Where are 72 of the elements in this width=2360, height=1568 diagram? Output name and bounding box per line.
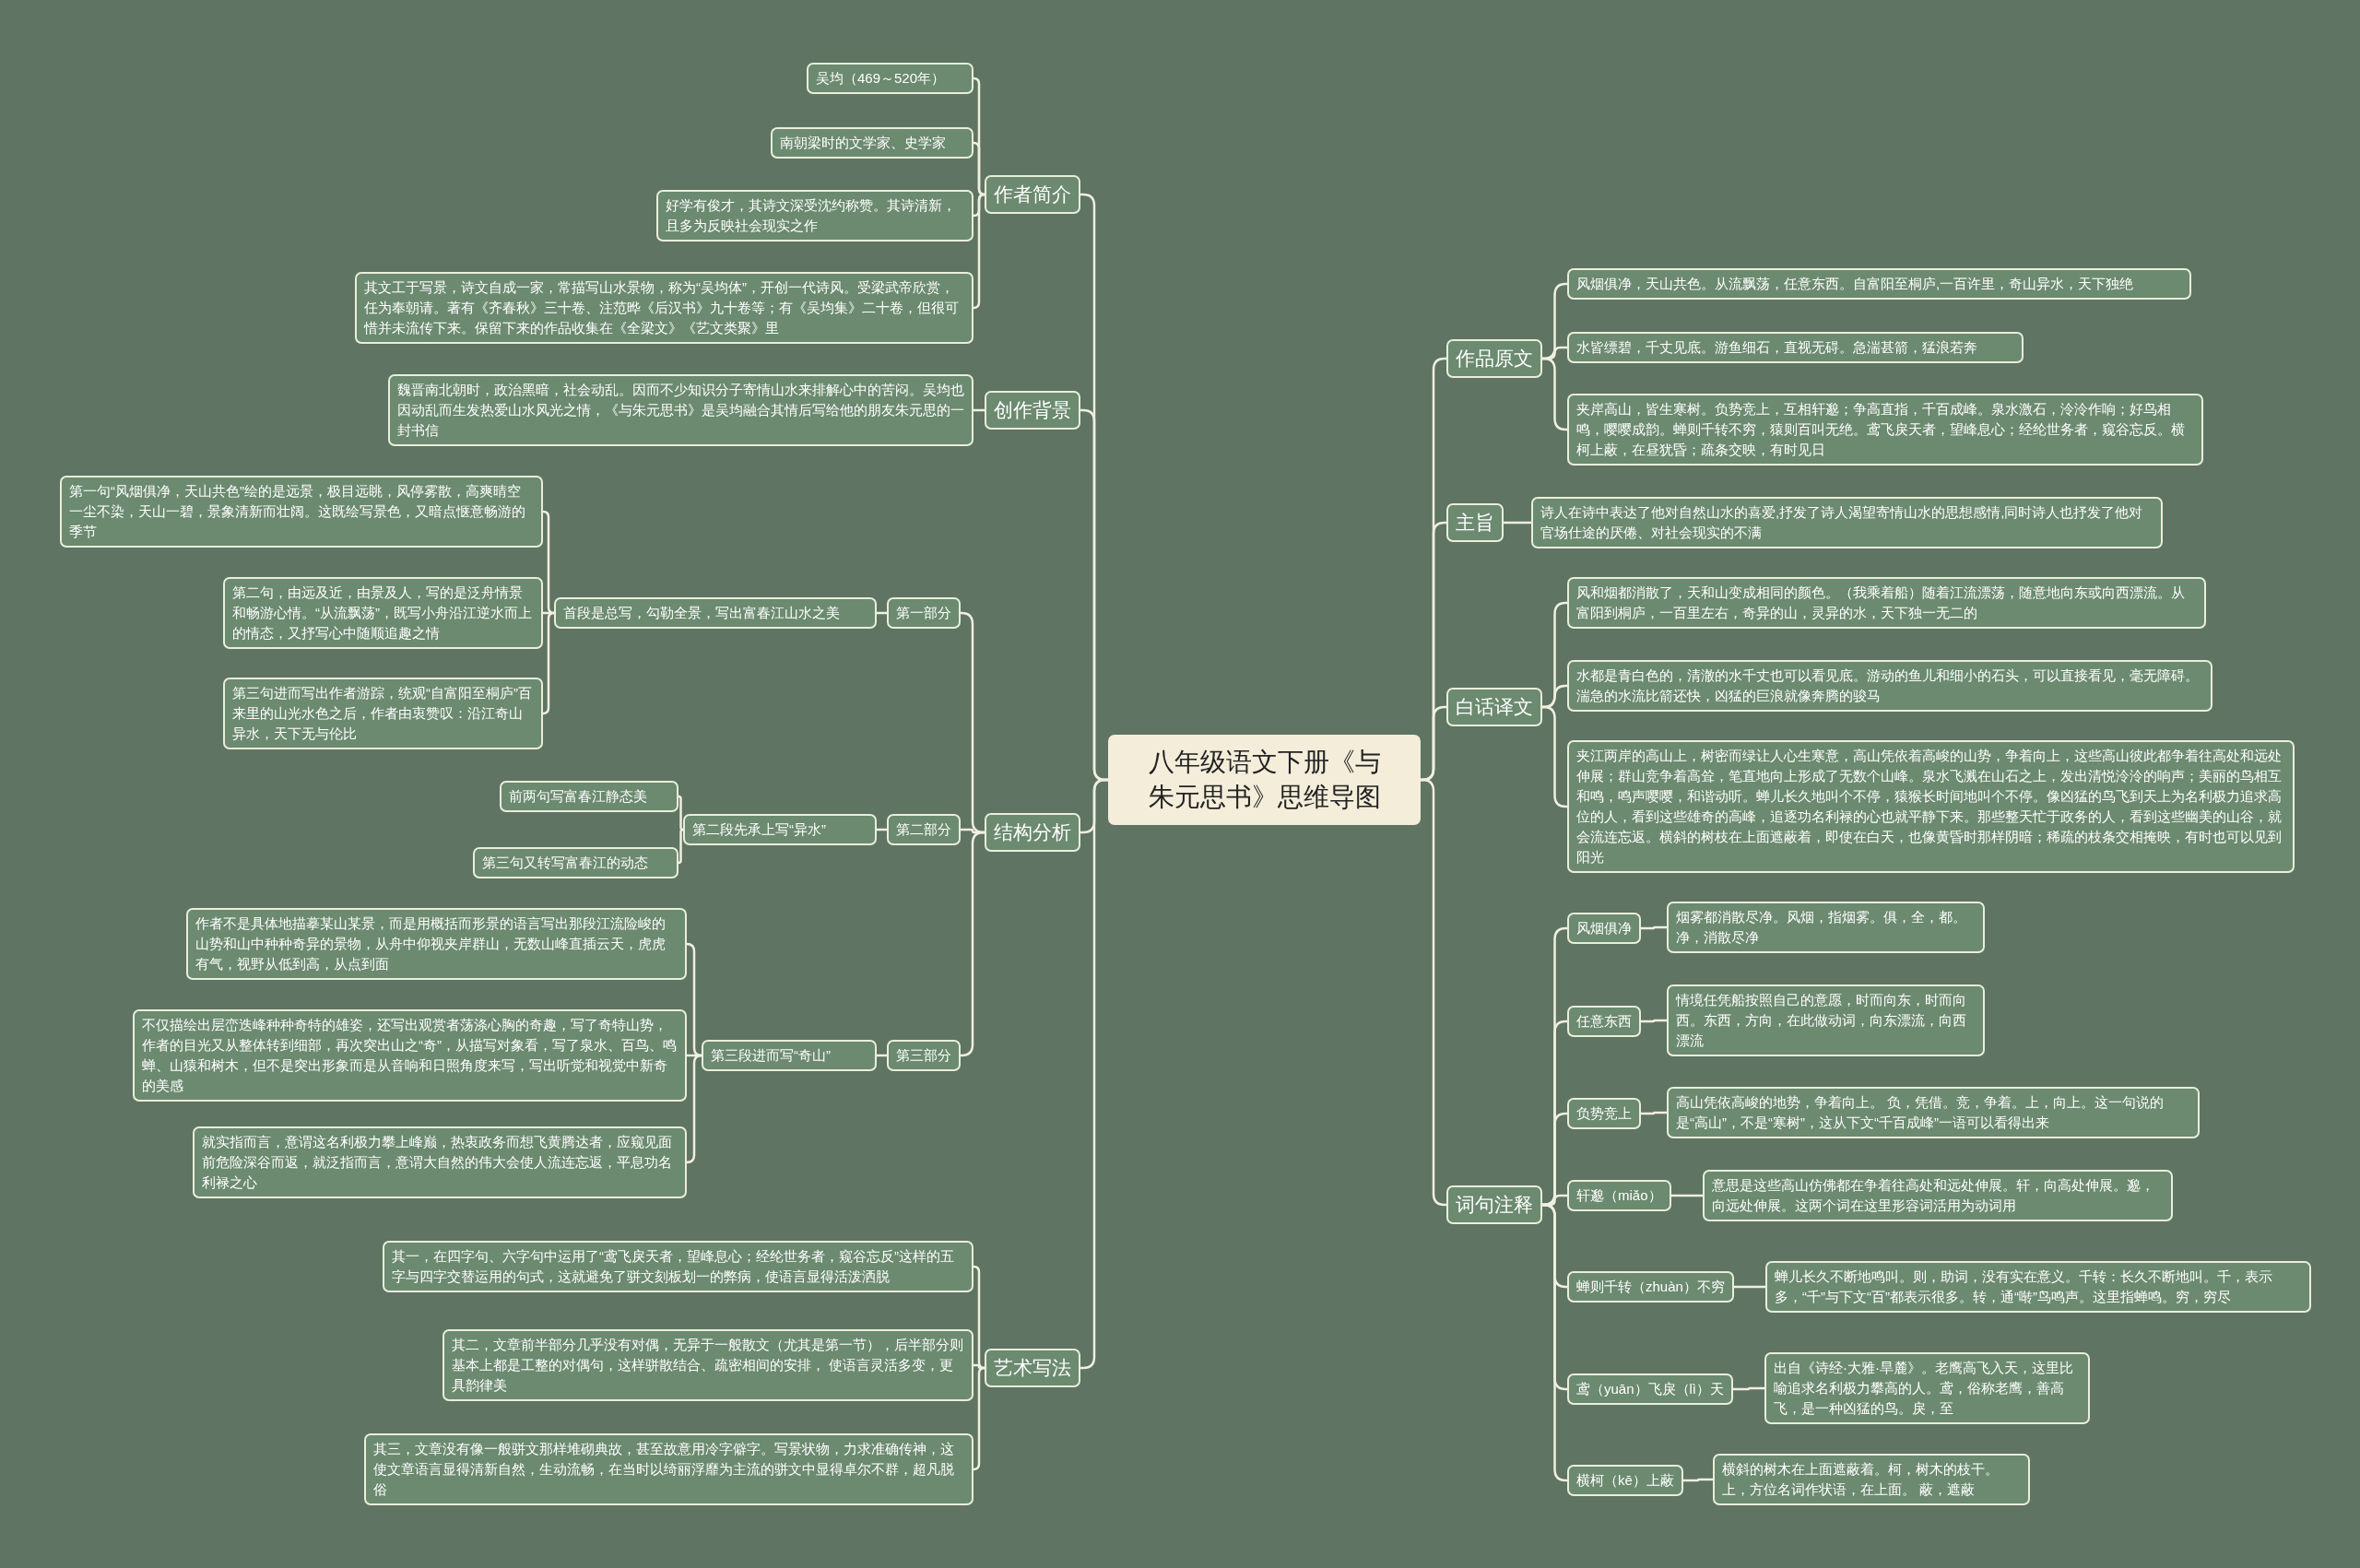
topic-box: 第二段先承上写“异水” (683, 813, 877, 845)
branch-box: 主旨 (1446, 502, 1504, 542)
connector-line (1080, 778, 1109, 1370)
connector-line (1733, 1386, 1764, 1391)
branch-box: 词句注释 (1446, 1185, 1542, 1224)
topic-box: 夹岸高山，皆生寒树。负势竞上，互相轩邈；争高直指，千百成峰。泉水激石，泠泠作响；好鸟相鸣，嘤嘤成韵。蝉则千转不穷，猿则百叫无绝。鸢飞戾天者，望峰息心；经纶世务者，窥谷忘反。横柯上蔽，在昼犹昏；疏条交映，有时见日 (1567, 393, 2203, 466)
topic-box: 负势竞上 (1567, 1097, 1641, 1129)
topic-box: 前两句写富春江静态美 (500, 781, 678, 812)
connector-line (1504, 521, 1531, 525)
topic-box: 水皆缥碧，千丈见底。游鱼细石，直视无碍。急湍甚箭，猛浪若奔 (1567, 332, 2024, 363)
connector-line (1641, 925, 1667, 930)
branch-box: 白话译文 (1446, 688, 1542, 726)
topic-box: 鸢（yuān）飞戾（lì）天 (1567, 1373, 1734, 1405)
topic-box: 第一句“风烟俱净，天山共色”绘的是远景，极目远眺，风停雾散，高爽晴空一尘不染，天山一碧，景象清新而壮阔。这既绘写景色，又暗点惬意畅游的季节 (60, 475, 543, 548)
topic-box: 蝉则千转（zhuàn）不穷 (1567, 1271, 1734, 1303)
topic-box: 意思是这些高山仿佛都在争着往高处和远处伸展。轩，向高处伸展。邈，向远处伸展。这两个词在这里形容词活用为动词用 (1703, 1169, 2173, 1221)
topic-box: 就实指而言，意谓这名利极力攀上峰巅，热衷政务而想飞黄腾达者，应窥见面前危险深谷而返，就泛指而言，意谓大自然的伟大会使人流连忘返，平息功名利禄之心 (193, 1126, 687, 1198)
branch-box: 创作背景 (985, 391, 1080, 430)
topic-box: 情境任凭船按照自己的意愿，时而向东，时而向西。东西，方向，在此做动词，向东漂流，向西漂流 (1667, 984, 1985, 1056)
topic-box: 第一部分 (887, 597, 961, 629)
connector-line (685, 1054, 703, 1164)
topic-box: 轩邈（miǎo） (1567, 1179, 1671, 1211)
topic-box: 风烟俱净，天山共色。从流飘荡，任意东西。自富阳至桐庐,一百许里，奇山异水，天下独绝 (1567, 267, 2191, 300)
topic-box: 其二，文章前半部分几乎没有对偶，无异于一般散文（尤其是第一节），后半部分则基本上都是工整的对偶句，这样骈散结合、疏密相间的安排， 使语言灵活多变，更具韵律美 (442, 1328, 974, 1401)
branch-box: 作者简介 (985, 174, 1080, 214)
topic-box: 首段是总写，勾勒全景，写出富春江山水之美 (554, 597, 877, 629)
topic-box: 任意东西 (1567, 1005, 1641, 1037)
topic-box: 其文工于写景，诗文自成一家，常描写山水景物，称为“吴均体”，开创一代诗风。受梁武帝欣赏，任为奉朝请。著有《齐春秋》三十卷、注范晔《后汉书》九十卷等；有《吴均集》二十卷，但很可惜并未流传下来。保留下来的作品收集在《全梁文》《艺文类聚》里 (355, 272, 974, 344)
topic-box: 风和烟都消散了，天和山变成相同的颜色。（我乘着船）随着江流漂荡，随意地向东或向西漂流。从富阳到桐庐，一百里左右，奇异的山，灵异的水，天下独一无二的 (1567, 577, 2206, 629)
topic-box: 高山凭依高峻的地势，争着向上。 负，凭借。竞，争着。上，向上。这一句说的是“高山”，不是“寒树”，这从下文“千百成峰”一语可以看得出来 (1667, 1086, 2200, 1138)
connector-line (960, 831, 985, 1057)
topic-box: 不仅描绘出层峦迭峰种种奇特的雄姿，还写出观赏者荡涤心胸的奇趣，写了奇特山势，作者的目光又从整体转到细部，再次突出山之“奇”，从描写对象看，写了泉水、百鸟、鸣蝉、山猿和树木，但不是突出形象而是从音响和日照角度来写，写出听觉和视觉中新奇的美感 (133, 1008, 687, 1102)
topic-box: 水都是青白色的，清澈的水千丈也可以看见底。游动的鱼儿和细小的石头，可以直接看见，毫无障碍。湍急的水流比箭还快，凶猛的巨浪就像奔腾的骏马 (1567, 660, 2212, 712)
topic-box: 蝉儿长久不断地鸣叫。则，助词，没有实在意义。千转：长久不断地叫。千，表示多，“千”与下文“百”都表示很多。转，通“啭”鸟鸣声。这里指蝉鸣。穷，穷尽 (1765, 1260, 2311, 1313)
topic-box: 横斜的树木在上面遮蔽着。柯，树木的枝干。上，方位名词作状语，在上面。 蔽，遮蔽 (1713, 1454, 2030, 1505)
connector-line (972, 193, 986, 310)
topic-box: 第三部分 (887, 1039, 961, 1071)
topic-box: 风烟俱净 (1567, 912, 1641, 944)
topic-box: 魏晋南北朝时，政治黑暗，社会动乱。因而不少知识分子寄情山水来排解心中的苦闷。吴均也因动乱而生发热爱山水风光之情，《与朱元思书》是吴均融合其情后写给他的朋友朱元思的一封书信 (388, 373, 974, 446)
connector-line (541, 611, 556, 715)
connector-line (677, 828, 685, 865)
topic-box: 吴均（469～520年） (807, 63, 974, 94)
topic-box: 烟雾都消散尽净。风烟，指烟雾。俱，全，都。净，消散尽净 (1667, 902, 1985, 953)
topic-box: 诗人在诗中表达了他对自然山水的喜爱,抒发了诗人渴望寄情山水的思想感情,同时诗人也抒发了他对官场仕途的厌倦、对社会现实的不满 (1531, 497, 2163, 548)
topic-box: 第三句又转写富春江的动态 (473, 847, 678, 878)
topic-box: 其一，在四字句、六字句中运用了“鸢飞戾天者，望峰息心；经纶世务者，窥谷忘反”这样的五字与四字交替运用的句式，这就避免了骈文刻板划一的弊病，使语言显得活泼洒脱 (383, 1240, 974, 1292)
central-topic-box: 八年级语文下册《与朱元思书》思维导图 (1108, 735, 1421, 825)
topic-box: 作者不是具体地描摹某山某景，而是用概括而形景的语言写出那段江流险峻的山势和山中种种奇异的景物，从舟中仰视夹岸群山，无数山峰直插云天，虎虎有气，视野从低到高，从点到面 (186, 907, 687, 980)
topic-box: 南朝梁时的文学家、史学家 (771, 127, 974, 159)
connector-line (1641, 1111, 1667, 1115)
connector-line (1683, 1478, 1713, 1482)
connector-line (1541, 357, 1568, 431)
topic-box: 横柯（kē）上蔽 (1567, 1464, 1683, 1496)
connector-line (1641, 1019, 1667, 1023)
connector-line (1541, 1203, 1568, 1482)
topic-box: 第二部分 (887, 813, 961, 845)
topic-box: 第三段进而写“奇山” (702, 1039, 877, 1071)
topic-box: 第三句进而写出作者游踪，统观“自富阳至桐庐”百来里的山光水色之后，作者由衷赞叹：沿江奇山异水，天下无与伦比 (223, 678, 543, 749)
branch-box: 艺术写法 (985, 1349, 1080, 1387)
connector-line (1541, 705, 1568, 808)
connector-line (972, 1366, 986, 1471)
topic-box: 其三，文章没有像一般骈文那样堆砌典故，甚至故意用冷字僻字。写景状物，力求准确传神，这使文章语言显得清新自然，生动流畅，在当时以绮丽浮靡为主流的骈文中显得卓尔不群，超凡脱俗 (364, 1432, 974, 1505)
connector-line (1671, 1194, 1703, 1197)
topic-box: 夹江两岸的高山上，树密而绿让人心生寒意，高山凭依着高峻的山势，争着向上，这些高山彼此都争着往高处和远处伸展；群山竞争着高耸，笔直地向上形成了无数个山峰。泉水飞溅在山石之上，发出清悦泠泠的响声；美丽的鸟相互和鸣，鸣声嘤嘤，和谐动听。蝉儿长久地叫个不停，猿猴长时间地叫个不停。像凶猛的鸟飞到天上为名利极力追求高位的人，看到这些雄奇的高峰，追逐功名利禄的心也就平静下来。那些整天忙于政务的人，看到这些幽美的山谷，就会流连忘返。横斜的树枝在上面遮蔽着，即使在白天，也像黄昏时那样阴暗；稀疏的枝条交相掩映，有时也可以见到阳光 (1567, 739, 2295, 873)
branch-box: 作品原文 (1446, 338, 1542, 378)
connector-line (677, 795, 685, 831)
topic-box: 第二句，由远及近，由景及人，写的是泛舟情景和畅游心情。“从流飘荡”，既写小舟沿江逆水而上的情态，又抒写心中随顺追趣之情 (223, 576, 543, 649)
branch-box: 结构分析 (985, 813, 1080, 852)
topic-box: 好学有俊才，其诗文深受沈约称赞。其诗清新，且多为反映社会现实之作 (656, 189, 974, 242)
connector-line (1734, 1285, 1765, 1289)
topic-box: 出自《诗经·大雅·旱麓》。老鹰高飞入天，这里比喻追求名利极力攀高的人。鸢，俗称老鹰，善高飞，是一种凶猛的鸟。戾，至 (1764, 1351, 2090, 1424)
connector-line (1420, 778, 1447, 1207)
